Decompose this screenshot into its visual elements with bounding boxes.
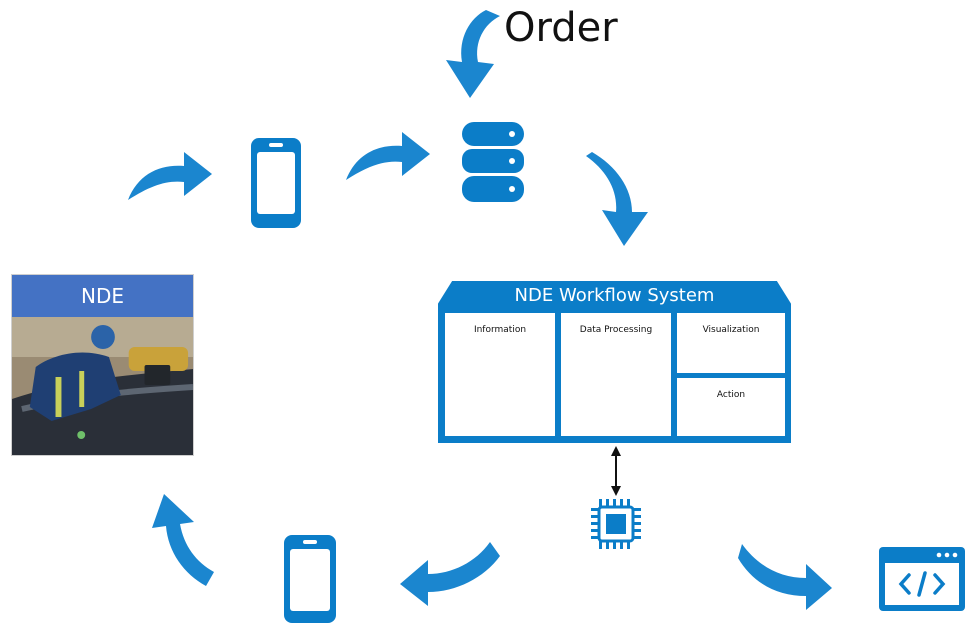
panel-information: Information: [445, 313, 555, 436]
code-window-icon: [879, 547, 965, 611]
mobile-phone-icon: [251, 138, 301, 228]
mobile-phone-icon-bottom: [284, 535, 336, 623]
order-label: Order: [504, 5, 618, 51]
arrow-chip-to-code-window: [738, 544, 832, 610]
arrow-nde-to-phone: [128, 152, 212, 200]
nde-card: NDE: [11, 274, 194, 456]
panel-visualization: Visualization: [677, 313, 785, 373]
arrow-database-to-workflow: [586, 152, 648, 246]
technician-inspecting-pipeline-photo: [12, 317, 193, 455]
arrow-phone-to-database: [346, 132, 430, 180]
double-arrow-icon: [611, 446, 621, 496]
panel-data-processing: Data Processing: [561, 313, 671, 436]
processor-chip-icon: [591, 499, 641, 549]
nde-workflow-system: NDE Workflow System Information Data Pro…: [438, 281, 791, 443]
workflow-title: NDE Workflow System: [514, 285, 715, 306]
panel-action: Action: [677, 378, 785, 436]
order-arrow: [446, 10, 500, 98]
arrow-chip-to-phone: [400, 542, 500, 606]
arrow-phone-to-nde: [152, 494, 214, 586]
nde-card-title: NDE: [12, 275, 193, 317]
database-icon: [462, 122, 524, 202]
